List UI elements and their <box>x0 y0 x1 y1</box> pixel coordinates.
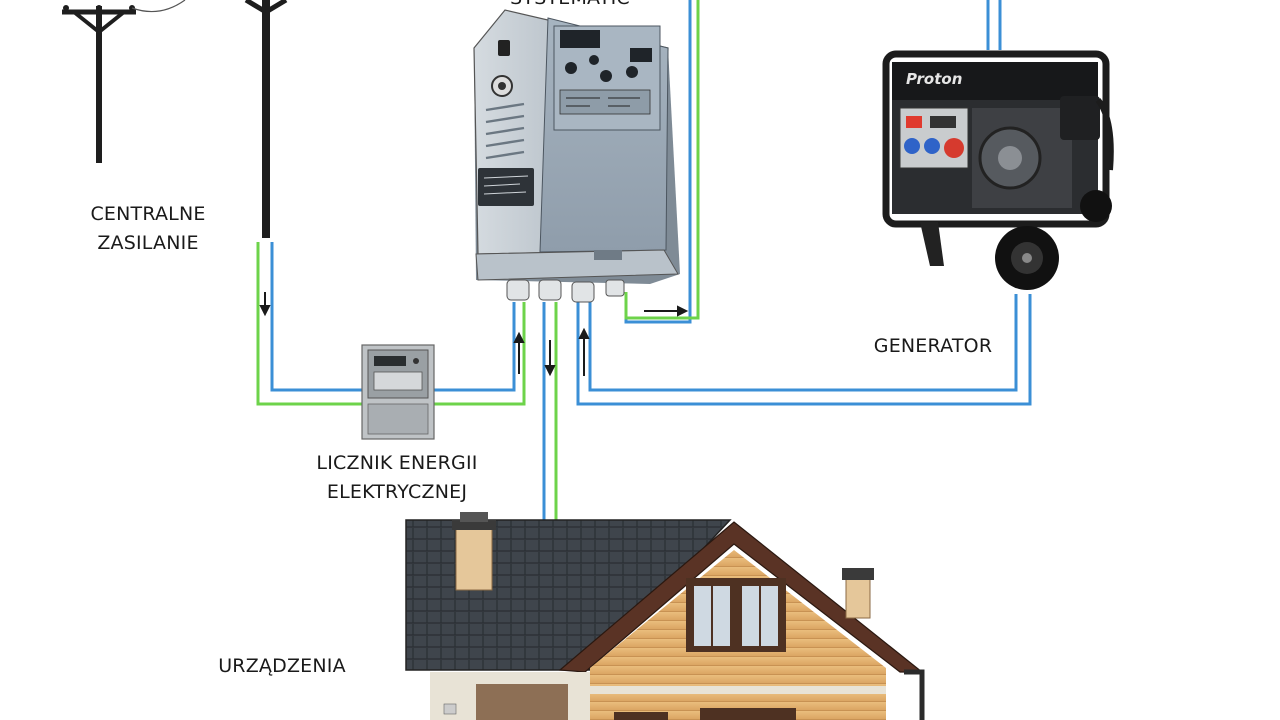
arrow-down-house <box>544 340 556 377</box>
power-switch-icon <box>498 40 510 56</box>
indicator-led-4 <box>626 66 638 78</box>
chimney-right <box>845 577 871 619</box>
grid-label-line-1: CENTRALNE <box>90 203 206 225</box>
indicator-led-2 <box>589 55 599 65</box>
power-pole-left <box>62 0 186 163</box>
generator-brand-text: Proton <box>906 70 962 88</box>
wire-gen-outer <box>576 294 1032 406</box>
cable-glands <box>506 279 625 303</box>
wire-control-green <box>624 0 700 320</box>
meter-label-line-2: ELEKTRYCZNEJ <box>326 481 468 503</box>
socket-red-icon <box>944 138 964 158</box>
wire-gen-top <box>986 0 1002 50</box>
indicator-led-1 <box>565 62 577 74</box>
electricity-meter <box>361 344 435 440</box>
socket-blue-1-icon <box>904 138 920 154</box>
chimney-left <box>455 527 493 591</box>
arrow-down-grid <box>259 292 271 317</box>
generator-unit: Proton <box>882 50 1114 290</box>
meter-label-line-1: LICZNIK ENERGII <box>316 452 478 474</box>
power-pole-right <box>244 0 288 238</box>
socket-blue-2-icon <box>924 138 940 154</box>
arrow-up-gen <box>578 327 590 376</box>
cabinet-label-plate <box>478 168 534 206</box>
transfer-switch-cabinet <box>473 9 680 303</box>
indicator-led-3 <box>600 70 612 82</box>
grid-label-line-2: ZASILANIE <box>97 232 199 254</box>
house <box>405 512 925 720</box>
meter-display <box>374 356 406 366</box>
meter-label: LICZNIK ENERGII ELEKTRYCZNEJ <box>292 449 502 507</box>
wires <box>256 0 1032 522</box>
arrow-right-control <box>644 305 689 317</box>
top-cut-label: SYSTEMATIC <box>500 0 640 8</box>
flow-arrows <box>259 292 689 377</box>
devices-label: URZĄDZENIA <box>218 655 346 677</box>
grid-label: CENTRALNE ZASILANIE <box>68 200 228 258</box>
wire-gen-inner <box>588 294 1018 392</box>
generator-label: GENERATOR <box>873 335 993 357</box>
arrow-up-ats <box>513 331 525 374</box>
